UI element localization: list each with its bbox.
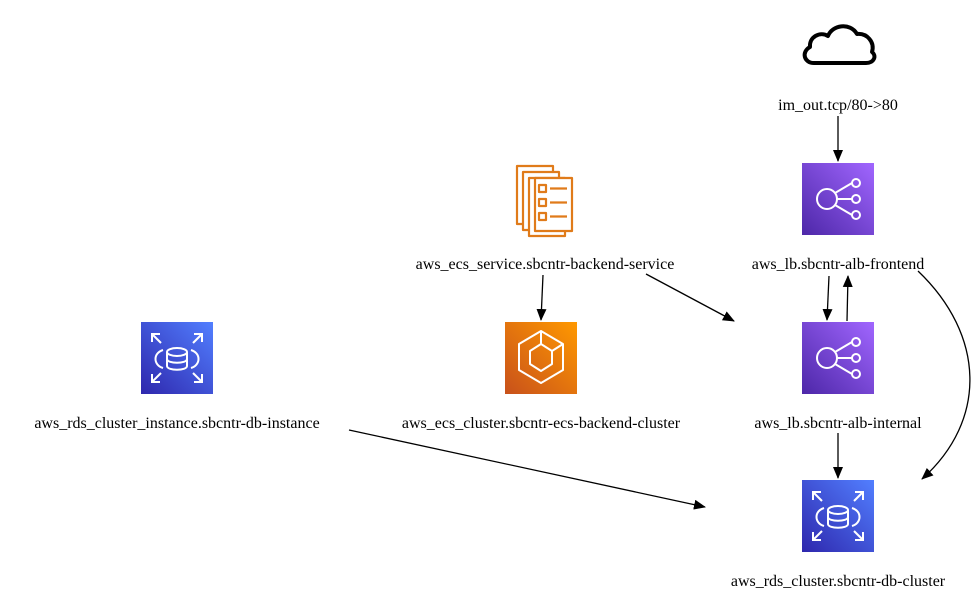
load-balancer-icon [802, 322, 874, 394]
node-alb-frontend[interactable]: aws_lb.sbcntr-alb-frontend [752, 163, 925, 273]
edge-ecs-service-to-alb-internal [645, 273, 735, 322]
edge-ecs-service-to-ecs-cluster [536, 274, 547, 321]
node-ecs-cluster[interactable]: aws_ecs_cluster.sbcntr-ecs-backend-clust… [402, 322, 681, 432]
node-label: aws_ecs_service.sbcntr-backend-service [416, 256, 675, 273]
edges [348, 116, 971, 510]
cloud-icon [802, 24, 877, 65]
node-label: aws_ecs_cluster.sbcntr-ecs-backend-clust… [402, 415, 681, 432]
ecs-cluster-icon [505, 322, 577, 394]
node-rds-cluster[interactable]: aws_rds_cluster.sbcntr-db-cluster [731, 480, 946, 590]
edge-alb-frontend-to-rds-cluster [917, 270, 971, 480]
node-label: im_out.tcp/80->80 [778, 97, 898, 114]
node-label: aws_rds_cluster.sbcntr-db-cluster [731, 573, 946, 590]
rds-icon [802, 480, 874, 552]
node-label: aws_lb.sbcntr-alb-internal [754, 415, 922, 432]
node-alb-internal[interactable]: aws_lb.sbcntr-alb-internal [754, 322, 922, 432]
node-label: aws_lb.sbcntr-alb-frontend [752, 256, 925, 273]
edge-rds-instance-to-rds-cluster [348, 429, 706, 510]
node-label: aws_rds_cluster_instance.sbcntr-db-insta… [34, 415, 319, 432]
node-rds-instance[interactable]: aws_rds_cluster_instance.sbcntr-db-insta… [34, 322, 320, 432]
rds-icon [141, 322, 213, 394]
node-internet[interactable]: im_out.tcp/80->80 [778, 24, 898, 114]
edge-alb-internal-to-alb-frontend [842, 275, 853, 322]
load-balancer-icon [802, 163, 874, 235]
ecs-service-icon [515, 164, 574, 238]
edge-alb-frontend-to-alb-internal [822, 275, 833, 321]
node-ecs-service[interactable]: aws_ecs_service.sbcntr-backend-service [416, 164, 675, 273]
